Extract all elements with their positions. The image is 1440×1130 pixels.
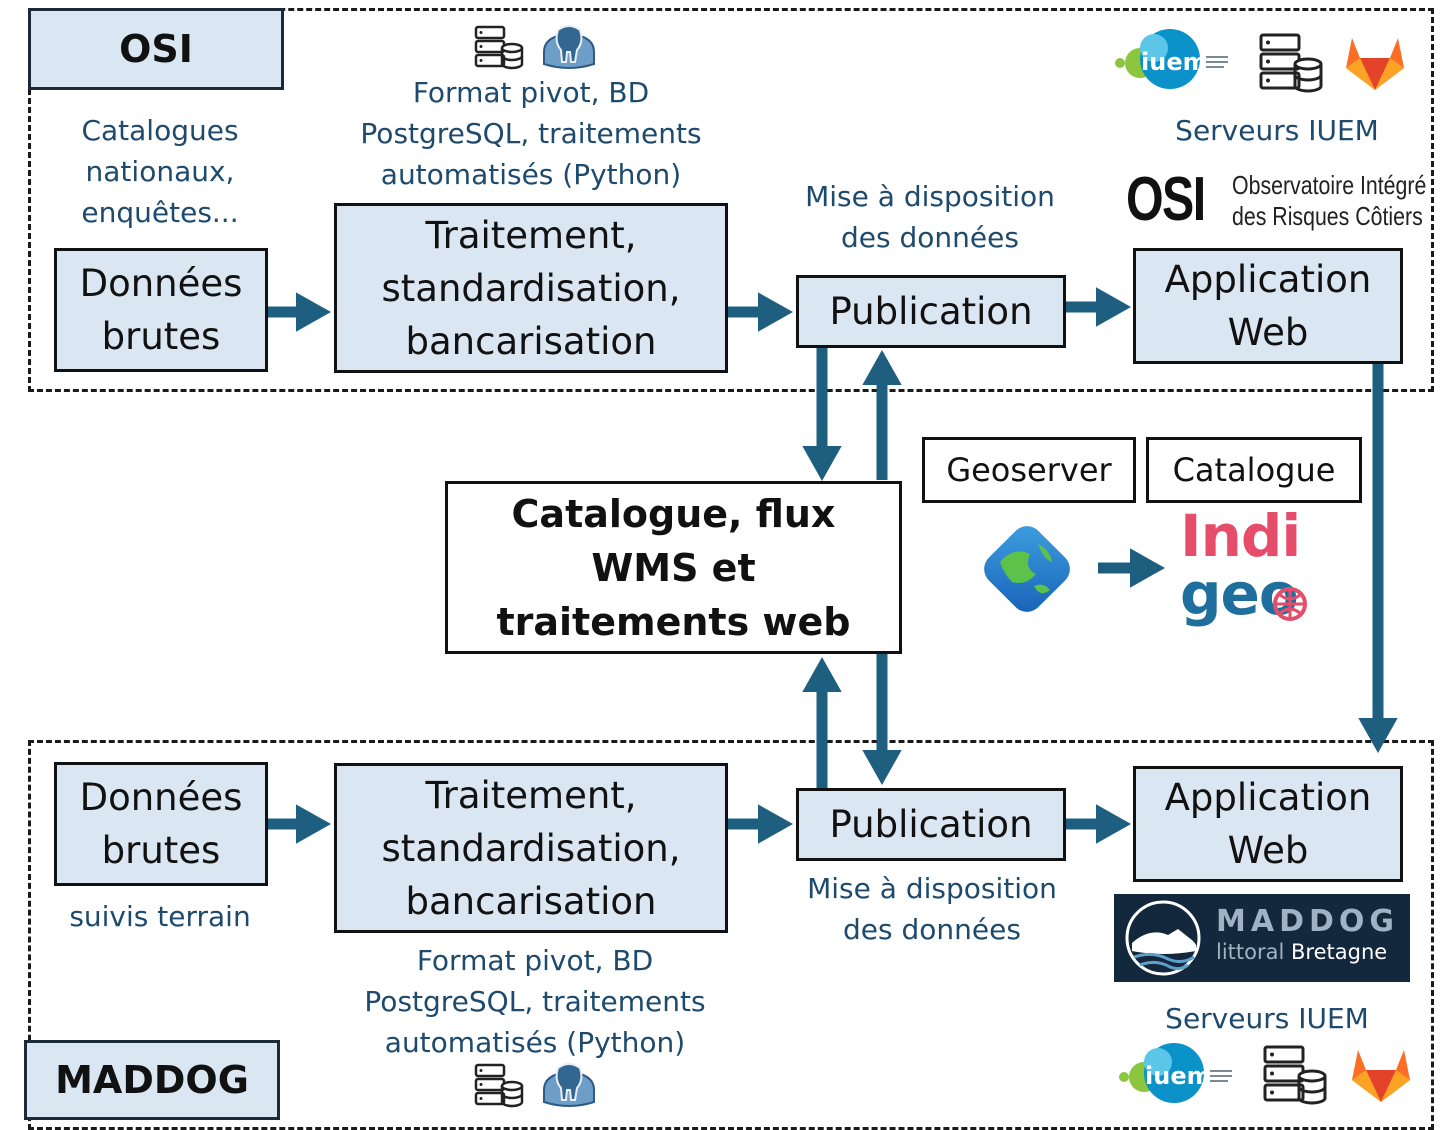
osi-servers-label: Serveurs IUEM [1175, 114, 1379, 147]
server-rack-icon [1262, 1044, 1328, 1108]
osi-tag: OSI [28, 8, 284, 90]
osi-processing-box: Traitement, standardisation, bancarisati… [334, 203, 728, 373]
postgresql-elephant-icon [540, 1060, 598, 1110]
iuem-logo: iuem [1118, 1040, 1236, 1106]
indigeo-logo: Indi geo [1180, 502, 1320, 634]
server-rack-icon [1258, 32, 1324, 96]
catalogue-box: Catalogue [1146, 437, 1362, 503]
maddog-wave-icon [1125, 900, 1201, 976]
maddog-logo-bretagne: Bretagne [1291, 940, 1388, 964]
maddog-publication-note: Mise à disposition des données [807, 872, 1057, 946]
iuem-logo-text: iuem [1145, 1062, 1212, 1090]
server-database-icon [474, 1062, 524, 1110]
maddog-servers-label: Serveurs IUEM [1165, 1002, 1369, 1035]
osi-logo-line1: Observatoire Intégré [1232, 170, 1427, 200]
osi-source-note: Catalogues nationaux, enquêtes... [81, 114, 239, 229]
globe-geoserver-icon [978, 520, 1076, 618]
osi-webapp-box: Application Web [1133, 248, 1403, 364]
server-database-icon [474, 24, 524, 72]
maddog-logo-title: MADDOG [1216, 904, 1400, 939]
postgresql-elephant-icon [540, 22, 598, 72]
maddog-publication-box: Publication [796, 788, 1066, 861]
indigeo-globe-icon [1273, 587, 1307, 621]
maddog-processing-box: Traitement, standardisation, bancarisati… [334, 763, 728, 933]
geoserver-box: Geoserver [922, 437, 1136, 503]
maddog-tag: MADDOG [24, 1040, 280, 1120]
maddog-logo-subtitle: littoral Bretagne [1216, 940, 1387, 964]
iuem-logo-text: iuem [1141, 48, 1208, 76]
center-main-box: Catalogue, flux WMS et traitements web [445, 481, 902, 654]
osi-logo-mark: OSI [1126, 165, 1206, 234]
osi-region [28, 8, 1434, 392]
osi-publication-note: Mise à disposition des données [805, 180, 1055, 254]
gitlab-fox-icon [1344, 34, 1406, 92]
indigeo-logo-line1: Indi [1180, 502, 1301, 570]
maddog-logo-littoral: littoral [1216, 940, 1285, 964]
osi-raw-data-box: Données brutes [54, 248, 268, 372]
maddog-logo: MADDOG littoral Bretagne [1114, 894, 1410, 982]
osi-processing-note: Format pivot, BD PostgreSQL, traitements… [360, 76, 702, 191]
osi-logo-line2: des Risques Côtiers [1232, 201, 1423, 231]
maddog-raw-data-box: Données brutes [54, 762, 268, 886]
iuem-logo: iuem [1114, 26, 1232, 92]
osi-publication-box: Publication [796, 275, 1066, 348]
maddog-webapp-box: Application Web [1133, 766, 1403, 882]
maddog-processing-note: Format pivot, BD PostgreSQL, traitements… [364, 944, 706, 1059]
maddog-source-note: suivis terrain [69, 900, 251, 933]
gitlab-fox-icon [1350, 1046, 1412, 1104]
osi-logo: OSI Observatoire Intégré des Risques Côt… [1126, 165, 1426, 234]
